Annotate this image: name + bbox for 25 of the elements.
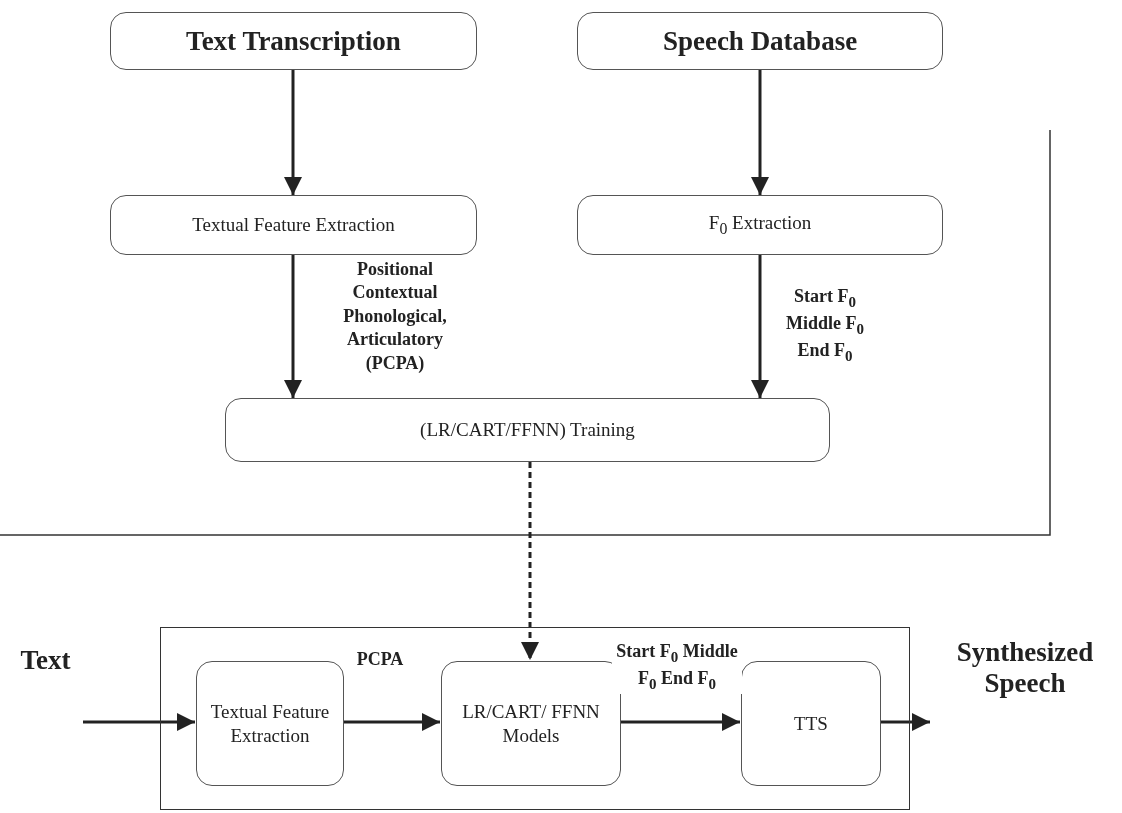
arrow	[284, 70, 302, 195]
arrow	[751, 70, 769, 195]
arrow	[880, 713, 930, 731]
arrow	[343, 713, 440, 731]
arrow	[284, 255, 302, 398]
process-box	[577, 195, 943, 255]
box-label: LR/CART/ FFNN Models	[461, 699, 601, 748]
box-label: TTS	[793, 711, 829, 736]
process-box	[196, 661, 344, 786]
box-label: (LR/CART/FFNN) Training	[420, 419, 635, 441]
arrow	[751, 255, 769, 398]
box-label: Textual Feature Extraction	[192, 214, 395, 236]
box-label: F$_{0}$ Extraction	[708, 212, 812, 238]
box-label: Textual Feature Extraction	[209, 699, 331, 748]
arrow	[620, 713, 740, 731]
process-box	[110, 12, 477, 70]
arrow	[521, 462, 539, 660]
process-box	[577, 12, 943, 70]
box-label: Text Transcription	[186, 25, 401, 57]
process-box	[110, 195, 477, 255]
input-text: Text	[20, 645, 71, 677]
box-label: Speech Database	[662, 25, 858, 57]
process-box	[225, 398, 830, 462]
arrow	[83, 713, 195, 731]
output-text: Synthesized Speech	[955, 636, 1095, 700]
